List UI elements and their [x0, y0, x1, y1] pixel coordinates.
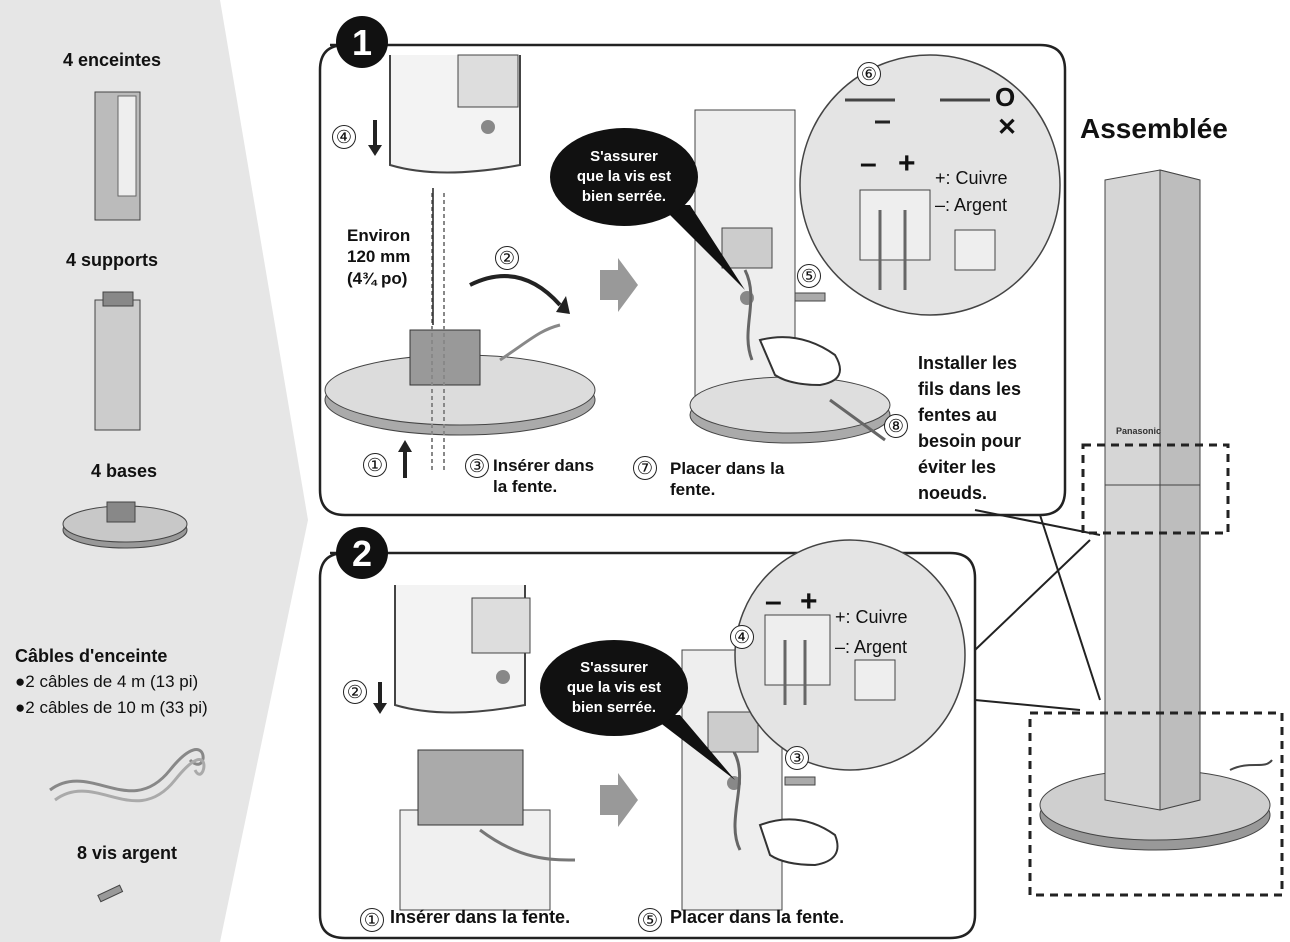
parts-supports-label: 4 supports — [65, 250, 158, 270]
parts-speakers-label: 4 enceintes — [62, 50, 162, 70]
step1-place-label: Placer dans la fente. — [670, 458, 784, 501]
step2-number-4: ④ — [730, 625, 754, 649]
step1-insert-line2: la fente. — [493, 477, 558, 497]
step2-plus-sign: + — [800, 585, 818, 618]
step1-tighten-bubble: S'assurer que la vis est bien serrée. — [550, 128, 698, 226]
step1-number-6: ⑥ — [857, 62, 881, 86]
step2-badge: 2 — [351, 533, 373, 574]
parts-cables-item2: ●2 câbles de 10 m (33 pi) — [15, 698, 208, 717]
step1-bubble-line2: que la vis est — [576, 167, 672, 185]
step1-distance-line3: (4¾ po) — [347, 268, 408, 288]
step1-note-line5: éviter les — [918, 457, 997, 478]
step2-bubble-line3: bien serrée. — [571, 699, 657, 717]
step1-plus-sign: + — [898, 147, 916, 180]
step2-copper: +: Cuivre — [835, 607, 908, 627]
assembled-brand-logo: Panasonic — [1116, 426, 1162, 436]
step2-tighten-bubble: S'assurer que la vis est bien serrée. — [540, 640, 688, 736]
step1-note-line1: Installer les — [918, 353, 1018, 373]
step1-distance-line1: Environ — [347, 226, 411, 245]
step1-number-1: ① — [363, 453, 387, 477]
step1-badge: 1 — [351, 22, 373, 63]
step2-number-2: ② — [343, 680, 367, 704]
step1-note-line4: besoin pour — [918, 431, 1021, 452]
step1-distance: Environ 120 mm (4¾ po) — [347, 225, 410, 289]
step1-note-line3: fentes au — [918, 405, 998, 426]
step1-distance-line2: 120 mm — [347, 247, 411, 267]
step1-bubble-line1: S'assurer — [590, 147, 658, 165]
step1-ok-mark: O — [995, 82, 1016, 112]
step1-number-2: ② — [495, 246, 519, 270]
step2-silver: –: Argent — [835, 636, 908, 657]
parts-cables-title: Câbles d'enceinte — [15, 646, 168, 666]
step1-number-7: ⑦ — [633, 456, 657, 480]
parts-screws-label: 8 vis argent — [76, 843, 178, 863]
step2-bubble-line1: S'assurer — [580, 658, 648, 676]
assembled-title: Assemblée — [1080, 113, 1228, 144]
step1-note-line2: fils dans les — [918, 379, 1022, 400]
step1-silver: –: Argent — [935, 195, 1008, 215]
step1-polarity-legend: +: Cuivre –: Argent — [935, 165, 1008, 219]
step1-number-3: ③ — [465, 454, 489, 478]
parts-bases-label: 4 bases — [90, 461, 158, 481]
step1-place-line2: fente. — [670, 480, 716, 500]
parts-cables-item1: ●2 câbles de 4 m (13 pi) — [15, 672, 199, 691]
step1-place-line1: Placer dans la — [670, 459, 785, 478]
step1-insert-label: Insérer dans la fente. — [493, 455, 594, 498]
step1-number-5: ⑤ — [797, 264, 821, 288]
step2-minus-sign: – — [765, 585, 782, 618]
step1-minus-sign: – — [860, 147, 877, 180]
step2-number-1: ① — [360, 908, 384, 932]
step1-number-4: ④ — [332, 125, 356, 149]
step2-bubble-line2: que la vis est — [566, 678, 662, 696]
step1-note: Installer les fils dans les fentes au be… — [918, 350, 1021, 507]
step1-ng-mark: ✕ — [997, 114, 1018, 141]
step1-copper: +: Cuivre — [935, 168, 1008, 188]
step2-insert-label: Insérer dans la fente. — [390, 907, 571, 927]
step1-bubble-line3: bien serrée. — [581, 188, 667, 206]
step1-number-8: ⑧ — [884, 414, 908, 438]
step2-place-label: Placer dans la fente. — [670, 907, 845, 927]
step2-number-5: ⑤ — [638, 908, 662, 932]
step1-note-line6: noeuds. — [918, 483, 988, 504]
step2-polarity-legend: +: Cuivre –: Argent — [835, 603, 908, 662]
step1-insert-line1: Insérer dans — [493, 456, 595, 475]
step2-number-3: ③ — [785, 746, 809, 770]
